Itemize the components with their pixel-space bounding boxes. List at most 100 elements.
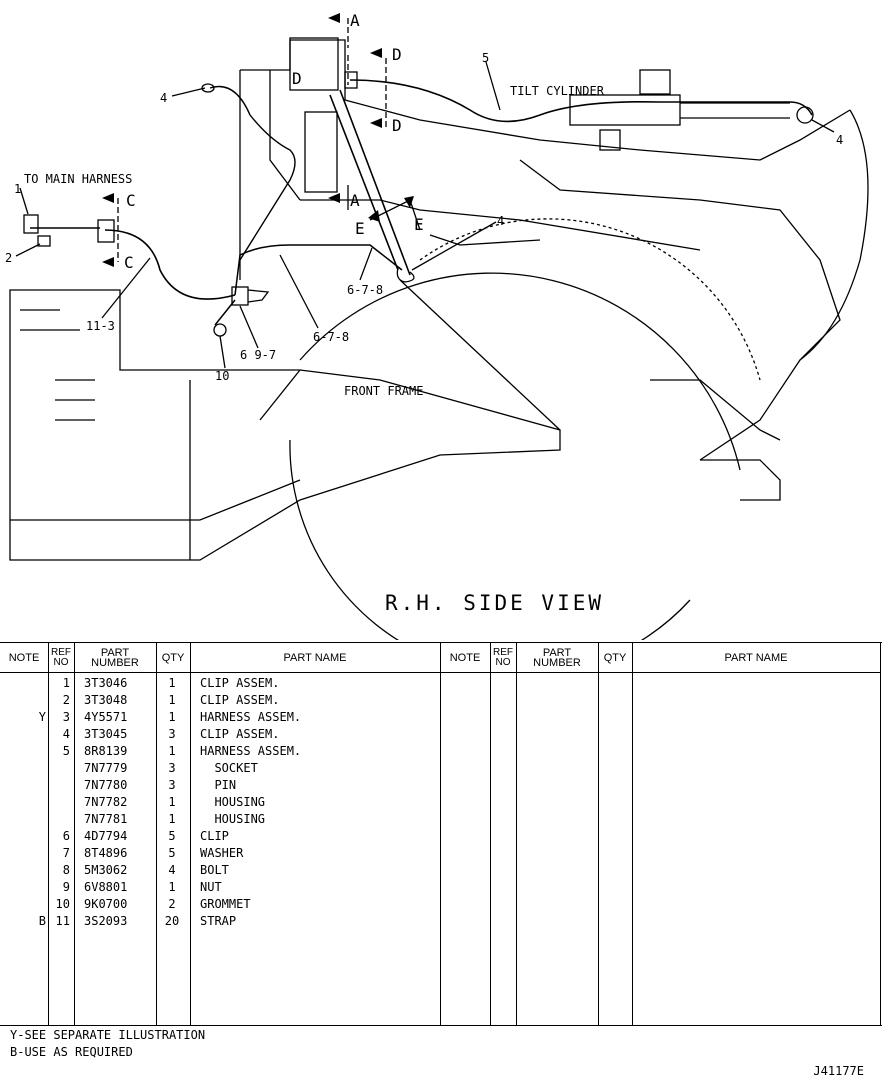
cell-qty: 3 — [168, 761, 176, 775]
ref-callout-6-9-7: 6 9-7 — [240, 348, 276, 362]
table-row: 7N7781 1 HOUSING — [0, 811, 440, 828]
section-e-right: E — [414, 215, 424, 234]
ref-callout-1: 1 — [14, 182, 21, 196]
cell-part-number: 7N7780 — [84, 778, 128, 792]
section-a-mid: A — [350, 191, 360, 210]
cell-part-name: HOUSING — [200, 812, 266, 826]
ref-callout-2: 2 — [5, 251, 12, 265]
cell-ref-no: 2 — [62, 693, 70, 707]
harness-cable-left — [104, 229, 236, 300]
cell-part-number: 6V8801 — [84, 880, 128, 894]
cell-part-name: STRAP — [200, 914, 237, 928]
cell-part-name: CLIP ASSEM. — [200, 676, 280, 690]
section-d-bottom: D — [392, 116, 402, 135]
cylinder-eye — [796, 106, 814, 124]
cell-qty: 20 — [164, 914, 180, 928]
ref-callout-6-7-8-b: 6-7-8 — [313, 330, 349, 344]
cell-part-name: WASHER — [200, 846, 244, 860]
cell-part-number: 9K0700 — [84, 897, 128, 911]
header-qty: QTY — [161, 651, 185, 664]
cell-note: B — [38, 914, 46, 928]
footnotes: Y-SEE SEPARATE ILLUSTRATION B-USE AS REQ… — [10, 1027, 205, 1061]
ref-callout-5: 5 — [482, 51, 489, 65]
cell-qty: 1 — [168, 880, 176, 894]
cell-part-name: BOLT — [200, 863, 229, 877]
ref-callout-4-right: 4 — [836, 133, 843, 147]
header-note-right: NOTE — [449, 651, 481, 664]
cell-ref-no: 10 — [55, 897, 70, 911]
label-front-frame: FRONT FRAME — [344, 384, 423, 398]
label-tilt-cylinder: TILT CYLINDER — [510, 84, 605, 98]
cell-part-number: 5M3062 — [84, 863, 128, 877]
cell-qty: 3 — [168, 727, 176, 741]
cell-qty: 1 — [168, 812, 176, 826]
cell-part-number: 4Y5571 — [84, 710, 128, 724]
ref-callout-6-7-8-a: 6-7-8 — [347, 283, 383, 297]
cell-part-name: CLIP — [200, 829, 229, 843]
section-c-bottom: C — [124, 253, 134, 272]
ref-callout-10: 10 — [215, 369, 229, 383]
table-row: 4 3T3045 3 CLIP ASSEM. — [0, 726, 440, 743]
cell-qty: 3 — [168, 778, 176, 792]
cell-note: Y — [38, 710, 46, 724]
cell-ref-no: 1 — [62, 676, 70, 690]
cell-part-name: PIN — [200, 778, 237, 792]
cell-ref-no: 5 — [62, 744, 70, 758]
cell-part-name: HARNESS ASSEM. — [200, 710, 302, 724]
cell-ref-no: 4 — [62, 727, 70, 741]
cell-part-number: 3T3045 — [84, 727, 128, 741]
cell-part-number: 4D7794 — [84, 829, 128, 843]
cell-qty: 1 — [168, 693, 176, 707]
cell-part-number: 8T4896 — [84, 846, 128, 860]
cell-part-number: 7N7781 — [84, 812, 128, 826]
header-qty-right: QTY — [603, 651, 627, 664]
cell-qty: 1 — [168, 676, 176, 690]
cell-part-name: HARNESS ASSEM. — [200, 744, 302, 758]
header-part-name: PART NAME — [283, 651, 347, 664]
footnote-y: Y-SEE SEPARATE ILLUSTRATION — [10, 1028, 206, 1042]
cell-part-name: HOUSING — [200, 795, 266, 809]
cell-part-number: 8R8139 — [84, 744, 128, 758]
wheel-arc-lower — [289, 439, 691, 640]
cell-qty: 5 — [168, 829, 176, 843]
section-e-left: E — [355, 219, 365, 238]
cell-qty: 1 — [168, 744, 176, 758]
side-view-diagram: TO MAIN HARNESS TILT CYLINDER FRONT FRAM… — [5, 11, 869, 640]
ref-callout-11-3: 11-3 — [86, 319, 115, 333]
table-row: 9 6V8801 1 NUT — [0, 879, 440, 896]
front-frame-outline — [9, 289, 561, 561]
harness-cable-5 — [349, 79, 813, 123]
junction-box — [304, 111, 338, 193]
cell-ref-no: 6 — [62, 829, 70, 843]
ref-callout-4-left: 4 — [160, 91, 167, 105]
cell-ref-no: 8 — [62, 863, 70, 877]
footnote-b: B-USE AS REQUIRED — [10, 1045, 133, 1059]
label-to-main-harness: TO MAIN HARNESS — [24, 172, 132, 186]
cell-part-name: GROMMET — [200, 897, 251, 911]
document-id: J41177E — [813, 1064, 864, 1078]
cell-part-number: 3S2093 — [84, 914, 128, 928]
bracket-plate — [289, 37, 339, 91]
section-a-top: A — [350, 11, 360, 30]
view-title: R.H. SIDE VIEW — [385, 591, 604, 615]
cell-part-name: NUT — [200, 880, 222, 894]
cell-part-name: CLIP ASSEM. — [200, 727, 280, 741]
cell-ref-no: 9 — [62, 880, 70, 894]
cell-part-number: 7N7782 — [84, 795, 128, 809]
cell-part-name: CLIP ASSEM. — [200, 693, 280, 707]
section-d-top: D — [392, 45, 402, 64]
cell-part-name: SOCKET — [200, 761, 258, 775]
